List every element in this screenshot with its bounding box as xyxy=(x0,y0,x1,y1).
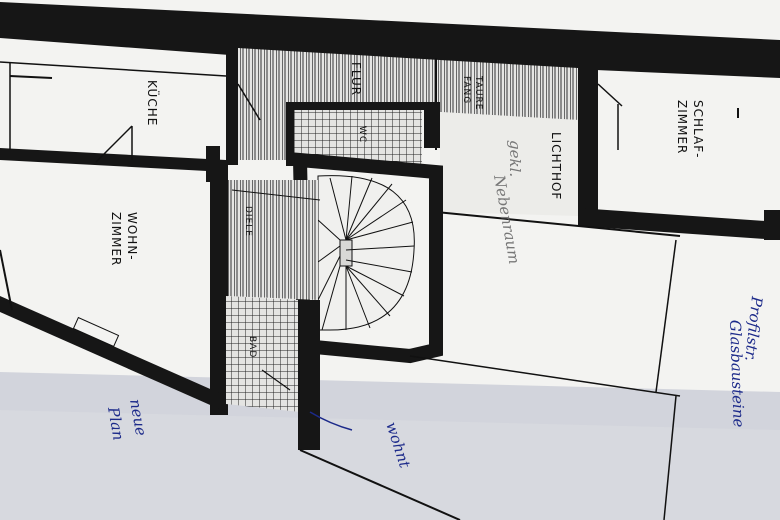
label-diele: DIELE xyxy=(243,206,253,237)
door-kitchen-leaf xyxy=(95,125,133,163)
flur-door-mark xyxy=(237,83,261,121)
wall-hall-left-lower xyxy=(210,160,228,415)
wall-wc-right xyxy=(424,102,440,148)
note-gray-1: gekl. xyxy=(506,140,524,177)
wall-kitchen-living xyxy=(0,148,226,172)
note-right-2: Glasbausteine xyxy=(726,320,748,428)
window-living xyxy=(72,316,120,348)
label-kueche: KÜCHE xyxy=(145,80,161,126)
bath-diagonal xyxy=(261,369,291,391)
label-wohnzimmer-1: WOHN- xyxy=(125,212,139,261)
wall-wc-left xyxy=(286,102,294,166)
wall-wc-top xyxy=(286,102,428,110)
wall-schlafzimmer-bottom xyxy=(578,208,780,240)
label-bad: BAD xyxy=(247,336,257,358)
wall-right-stub xyxy=(764,210,780,240)
label-windfang-2: FANG xyxy=(461,76,471,104)
lower-building-edge xyxy=(299,449,461,520)
note-left-2: Plan xyxy=(104,405,128,442)
diele-floor xyxy=(228,180,318,300)
outer-wall-top xyxy=(0,2,780,82)
lower-right-vertical xyxy=(663,395,677,520)
diele-diagonal xyxy=(231,189,321,201)
label-lichthof: LICHTHOF xyxy=(549,132,563,200)
bad-floor xyxy=(226,296,300,412)
wall-bad-right xyxy=(298,300,320,450)
spiral-staircase xyxy=(317,175,415,331)
column-small xyxy=(206,146,220,182)
pen-stroke xyxy=(309,411,353,431)
label-schlafzimmer-2: ZIMMER xyxy=(675,100,689,154)
door-schlafzimmer-leaf xyxy=(597,83,623,107)
windfang-floor xyxy=(440,60,578,120)
label-wohnzimmer-2: ZIMMER xyxy=(109,212,123,266)
lichthof-area xyxy=(440,112,578,216)
wall-schlafzimmer-left xyxy=(578,68,598,218)
label-windfang-1: TAURE xyxy=(473,75,483,110)
wall-hall-left xyxy=(226,45,238,165)
label-schlafzimmer-1: SCHLAF- xyxy=(691,100,705,158)
kitchen-counter-line xyxy=(0,61,227,77)
label-wc: WC xyxy=(357,126,367,143)
kitchen-mark xyxy=(9,75,53,79)
right-divider xyxy=(655,239,677,393)
label-flur: FLUR xyxy=(349,62,363,96)
lichthof-wall xyxy=(435,211,681,237)
wall-living-left-edge xyxy=(0,249,13,311)
lower-right-wall xyxy=(409,355,681,397)
paper-edge-light xyxy=(0,410,780,520)
wall-living-bottom xyxy=(0,296,226,412)
